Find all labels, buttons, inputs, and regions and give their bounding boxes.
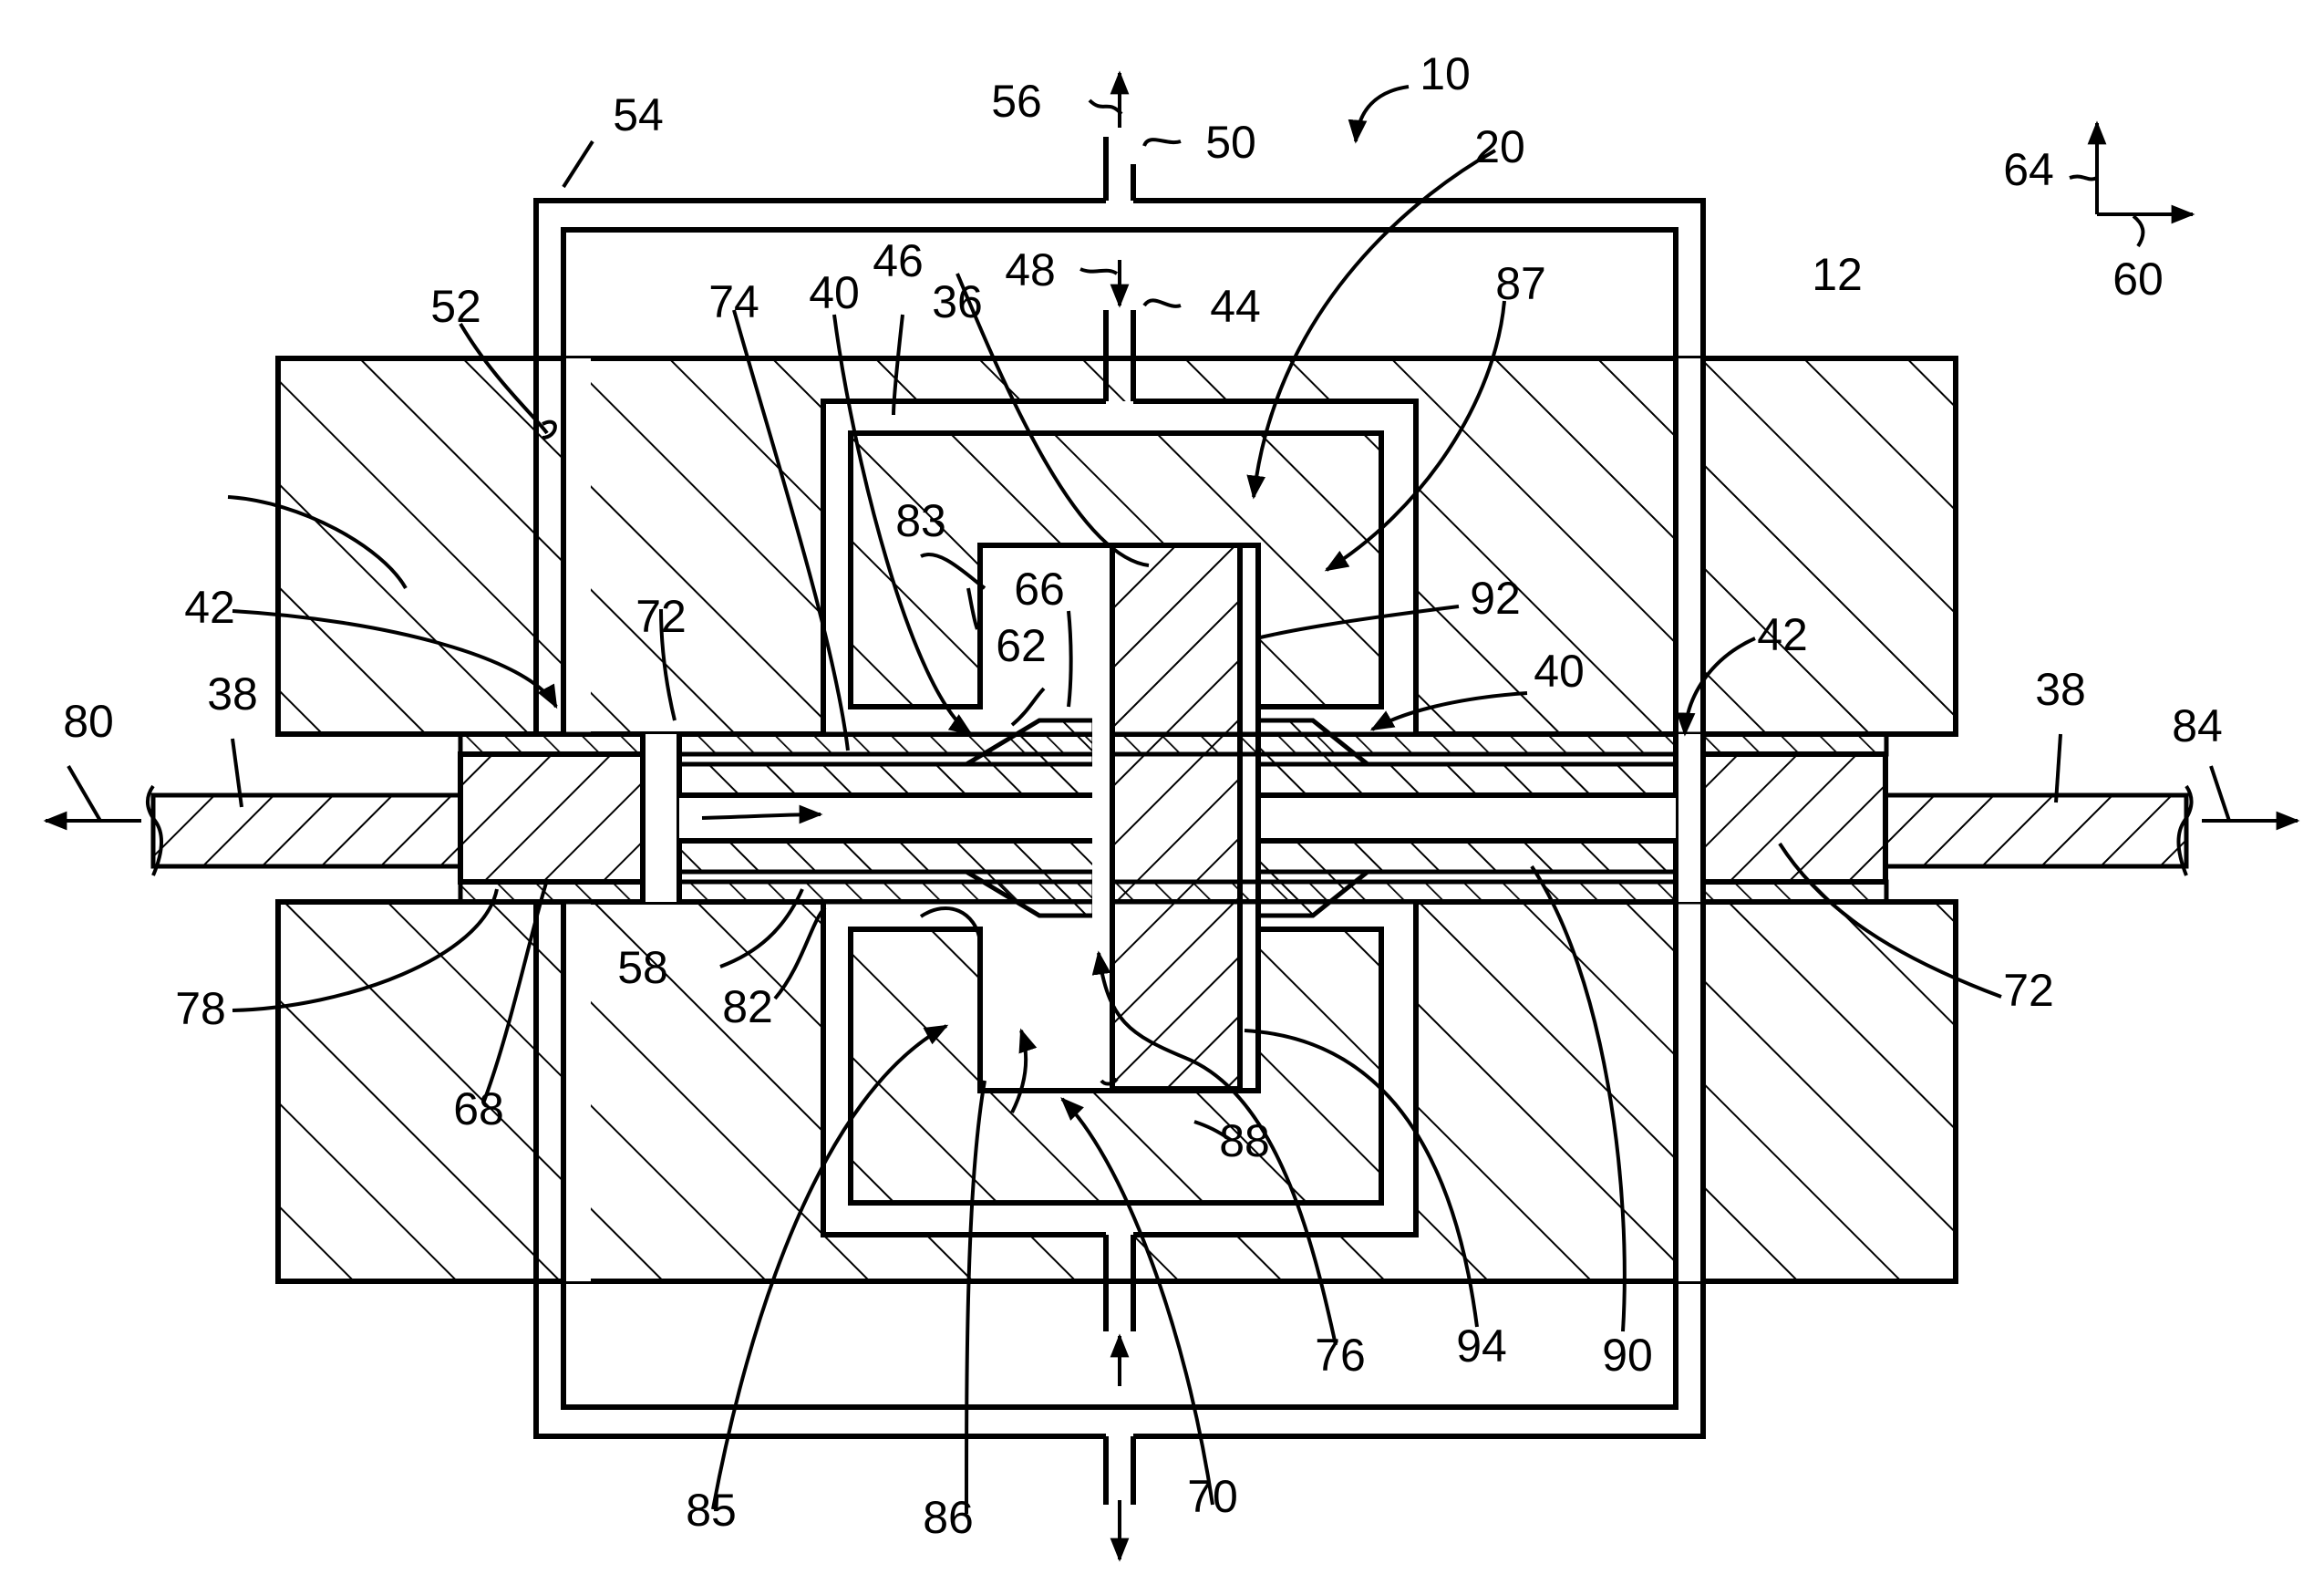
label-90: 90 (1602, 1330, 1653, 1381)
label-83: 83 (895, 495, 946, 546)
label-88: 88 (1219, 1115, 1270, 1166)
label-84: 84 (2172, 700, 2223, 751)
label-40-top: 40 (809, 267, 860, 318)
left-vertical-channel (643, 734, 679, 902)
label-74: 74 (708, 276, 759, 327)
label-56: 56 (991, 76, 1042, 127)
label-82: 82 (722, 981, 773, 1032)
label-42-left: 42 (184, 582, 235, 633)
label-62: 62 (996, 620, 1047, 671)
axis-indicator (2097, 123, 2193, 214)
label-92: 92 (1470, 573, 1521, 624)
conduit-right (1885, 786, 2192, 875)
label-85: 85 (686, 1485, 737, 1536)
label-36: 36 (932, 276, 983, 327)
central-plunger (1092, 545, 1258, 1089)
label-68: 68 (453, 1083, 504, 1134)
label-46: 46 (873, 235, 924, 286)
label-76: 76 (1315, 1330, 1366, 1381)
label-38-right: 38 (2035, 664, 2086, 715)
label-66: 66 (1014, 564, 1065, 615)
label-40-right: 40 (1534, 646, 1585, 697)
label-80: 80 (63, 696, 114, 747)
label-78: 78 (175, 983, 226, 1034)
label-94: 94 (1456, 1320, 1507, 1372)
label-12: 12 (1812, 249, 1863, 300)
conduit-left (148, 786, 460, 875)
label-50: 50 (1205, 117, 1256, 168)
label-64: 64 (2003, 144, 2054, 195)
label-86: 86 (923, 1492, 974, 1543)
label-38-left: 38 (207, 668, 258, 720)
label-10: 10 (1420, 48, 1471, 99)
label-72-top: 72 (635, 591, 687, 642)
label-48: 48 (1005, 244, 1056, 295)
label-20: 20 (1474, 121, 1525, 172)
clamp-block-left (460, 754, 643, 882)
label-58: 58 (617, 942, 668, 993)
label-70: 70 (1187, 1471, 1238, 1522)
label-54: 54 (613, 89, 664, 140)
label-44: 44 (1210, 281, 1261, 332)
label-52: 52 (430, 281, 481, 332)
label-72-right: 72 (2003, 965, 2054, 1016)
label-42-right: 42 (1757, 609, 1808, 660)
label-87: 87 (1495, 258, 1546, 309)
right-vertical-channel (1676, 734, 1703, 902)
label-60: 60 (2112, 254, 2164, 305)
